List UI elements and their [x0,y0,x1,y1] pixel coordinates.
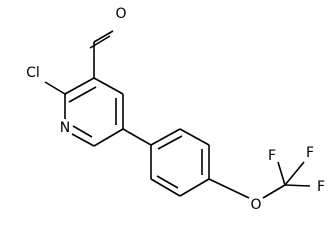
trifluoromethoxy-group [208,161,311,199]
bond-p5-p6 [150,178,181,197]
bond-cf3-f2 [284,161,305,186]
bond-c6-n-inner [72,125,93,138]
atom-oxygen-ether: O [250,197,261,213]
bond-p4-p5 [179,178,210,197]
bond-cf3-f1 [277,161,286,186]
pyridine-ring [44,77,124,147]
structure-diagram: O Cl N O F F F [26,6,325,213]
bond-pyridine-phenyl [122,128,152,146]
atom-fluorine-1: F [268,148,276,164]
bond-co-double-b [89,35,111,49]
atom-chlorine: Cl [26,65,40,81]
bond-cf3-f3 [284,184,311,187]
bond-c3-c4 [93,77,124,95]
bond-c6-n [71,133,95,147]
bond-co-double-a [93,30,114,43]
bond-p1-p2 [150,128,181,146]
bond-c2-c3-inner [68,86,97,103]
atom-nitrogen: N [60,120,70,136]
aldehyde-group [89,30,114,78]
atom-fluorine-2: F [306,145,314,161]
bond-o-cf3 [262,184,286,199]
bond-c5-c6 [93,128,124,147]
bond-p4-o [208,178,250,199]
bond-p2-p3 [179,128,210,146]
bond-p1-p2-inner [157,135,183,150]
phenyl-ring [150,128,210,197]
atom-oxygen-aldehyde: O [115,6,126,22]
bond-c2-cl [44,81,66,95]
bond-c2-c3 [64,77,95,95]
bond-p5-p6-inner [156,175,179,189]
atom-fluorine-3: F [317,179,325,195]
